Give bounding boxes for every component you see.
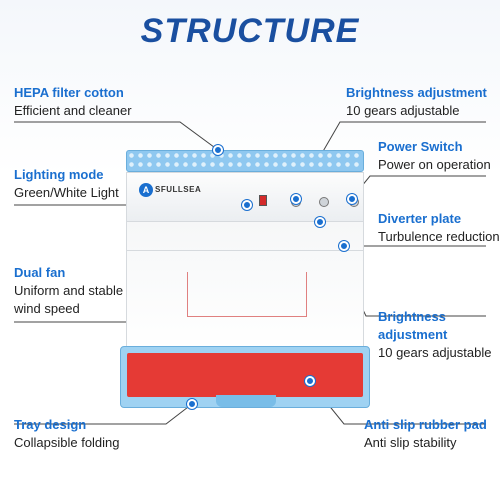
label-brightness-mid-desc: 10 gears adjustable: [378, 345, 492, 360]
fume-extractor-illustration: A SFULLSEA: [120, 150, 370, 440]
label-dual-fan-desc-1: Uniform and stable: [14, 283, 124, 298]
marker-brightness-mid: [315, 217, 325, 227]
leader-tray: [14, 403, 193, 425]
machine-body: [126, 222, 364, 352]
label-brightness-mid-heading-2: adjustment: [378, 327, 448, 342]
label-tray-desc: Collapsible folding: [14, 435, 120, 450]
label-diverter: Diverter plate Turbulence reduction: [378, 210, 500, 246]
label-power-desc: Power on operation: [378, 157, 491, 172]
page-title: STRUCTURE: [140, 12, 360, 50]
label-hepa-heading: HEPA filter cotton: [14, 85, 124, 100]
label-lighting: Lighting mode Green/White Light: [14, 166, 119, 202]
label-tray: Tray design Collapsible folding: [14, 416, 120, 452]
marker-lighting: [242, 200, 252, 210]
label-anti-slip: Anti slip rubber pad Anti slip stability: [364, 416, 487, 452]
marker-power: [347, 194, 357, 204]
leader-power: [351, 175, 486, 199]
marker-anti-slip: [305, 376, 315, 386]
label-lighting-heading: Lighting mode: [14, 167, 104, 182]
label-diverter-desc: Turbulence reduction: [378, 229, 500, 244]
marker-diverter: [339, 241, 349, 251]
label-hepa: HEPA filter cotton Efficient and cleaner: [14, 84, 132, 120]
rubber-mat: [127, 353, 363, 397]
label-brightness-top: Brightness adjustment 10 gears adjustabl…: [346, 84, 487, 120]
label-anti-slip-desc: Anti slip stability: [364, 435, 457, 450]
label-hepa-desc: Efficient and cleaner: [14, 103, 132, 118]
brand-name: SFULLSEA: [155, 185, 202, 194]
leader-hepa: [14, 121, 219, 151]
marker-tray: [187, 399, 197, 409]
brand-logo-icon: A: [139, 183, 153, 197]
label-tray-heading: Tray design: [14, 417, 87, 432]
tray-handle: [216, 395, 276, 407]
label-brightness-mid: Brightness adjustment 10 gears adjustabl…: [378, 308, 491, 362]
label-lighting-desc: Green/White Light: [14, 185, 119, 200]
label-dual-fan: Dual fan Uniform and stable wind speed: [14, 264, 123, 318]
label-dual-fan-desc-2: wind speed: [14, 301, 80, 316]
label-brightness-top-desc: 10 gears adjustable: [346, 103, 460, 118]
fan-frame: [187, 272, 307, 317]
hepa-filter-top: [126, 150, 364, 172]
marker-hepa: [213, 145, 223, 155]
marker-brightness-top: [291, 194, 301, 204]
label-anti-slip-heading: Anti slip rubber pad: [364, 417, 487, 432]
diverter-plate: [127, 250, 363, 251]
label-power-heading: Power Switch: [378, 139, 463, 154]
label-diverter-heading: Diverter plate: [378, 211, 462, 226]
lighting-switch: [259, 195, 267, 206]
brightness-knob-2: [319, 197, 329, 207]
tray-base: [120, 346, 370, 408]
label-brightness-top-heading: Brightness adjustment: [346, 85, 487, 100]
label-brightness-mid-heading-1: Brightness: [378, 309, 446, 324]
label-power: Power Switch Power on operation: [378, 138, 491, 174]
control-panel: A SFULLSEA: [126, 172, 364, 222]
label-dual-fan-heading: Dual fan: [14, 265, 66, 280]
